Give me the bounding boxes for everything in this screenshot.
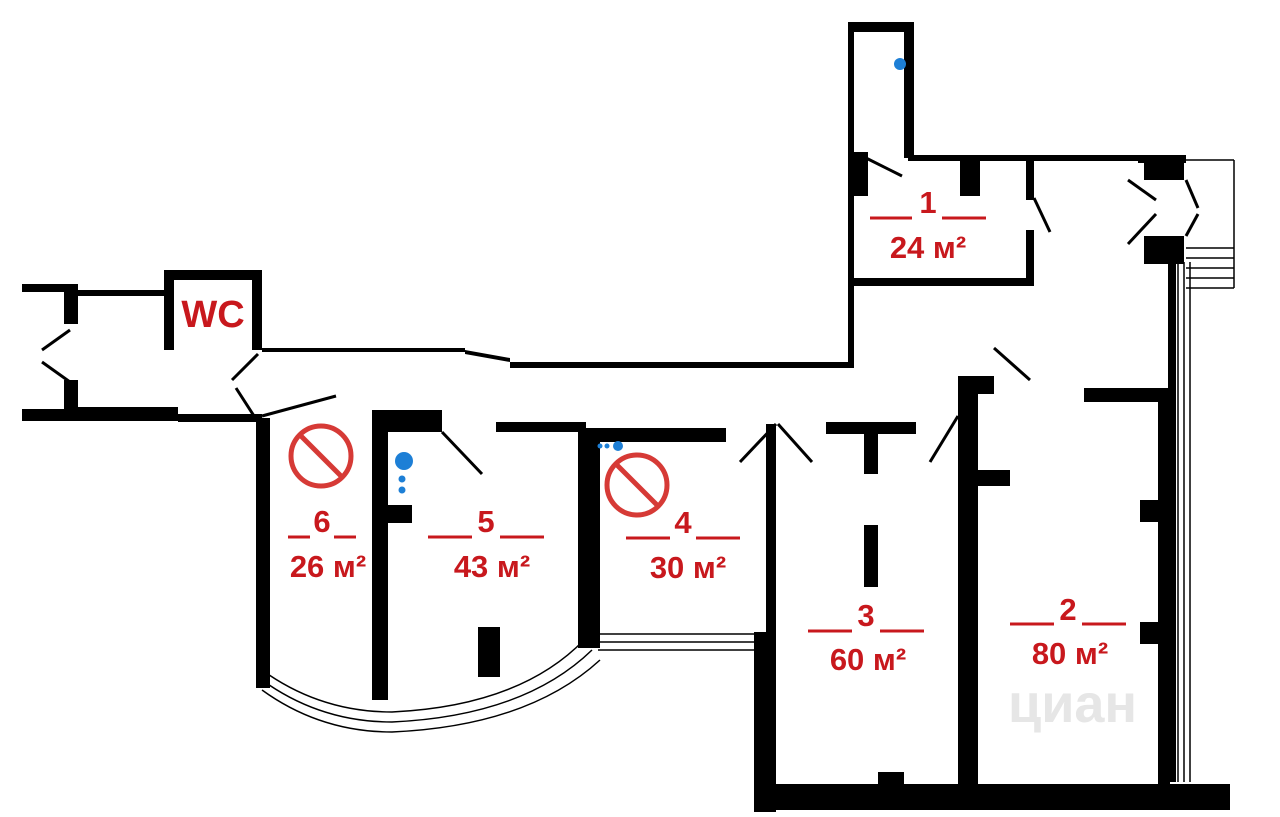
wall xyxy=(252,270,262,350)
watermark: циан xyxy=(1008,674,1137,734)
wall xyxy=(1168,262,1176,782)
room-number: 1 xyxy=(919,185,936,220)
water-point-icon xyxy=(894,58,906,70)
wall xyxy=(1158,388,1170,788)
door-swing xyxy=(865,156,903,178)
wall xyxy=(178,414,262,422)
water-point-icon xyxy=(398,475,406,483)
room-label-2: 2 80 м² xyxy=(1010,590,1126,674)
wall xyxy=(372,410,388,700)
room-number: 4 xyxy=(674,505,692,540)
door-swing xyxy=(1126,212,1158,246)
walls xyxy=(22,22,1230,812)
wall xyxy=(864,422,878,474)
balcony-window xyxy=(261,639,585,713)
room-area: 26 м² xyxy=(290,549,366,584)
wall xyxy=(510,362,854,368)
wall xyxy=(580,428,726,442)
wall xyxy=(958,376,994,394)
wall xyxy=(22,284,78,292)
door-swing xyxy=(440,430,484,476)
wall xyxy=(1138,155,1186,163)
wall xyxy=(848,22,912,32)
wall xyxy=(465,350,510,362)
water-points xyxy=(395,58,906,494)
wall xyxy=(478,627,500,677)
door-swing xyxy=(1184,179,1200,209)
door-swing xyxy=(776,422,814,464)
room-number: 5 xyxy=(477,504,494,539)
water-point-icon xyxy=(613,441,623,451)
wall xyxy=(372,410,442,432)
wall xyxy=(64,284,78,324)
wall xyxy=(578,428,600,648)
door-swing xyxy=(234,387,256,417)
room-number: 3 xyxy=(857,598,874,633)
room-area: 30 м² xyxy=(650,550,726,585)
wall xyxy=(496,422,586,432)
door-swing xyxy=(993,346,1031,382)
wall xyxy=(78,290,164,296)
room-label-3: 3 60 м² xyxy=(808,596,924,680)
wall xyxy=(766,424,776,644)
room-number: 6 xyxy=(313,504,330,539)
room-area: 24 м² xyxy=(890,230,966,265)
wall xyxy=(958,376,978,794)
wall xyxy=(164,270,262,280)
wall xyxy=(1084,388,1170,402)
wall xyxy=(960,160,980,196)
wall xyxy=(754,784,1230,810)
water-point-icon xyxy=(395,452,413,470)
door-swing xyxy=(41,328,71,352)
wall xyxy=(388,505,412,523)
door-swing xyxy=(230,352,260,382)
wall xyxy=(908,155,1142,161)
door-swing xyxy=(928,415,960,463)
water-point-icon xyxy=(597,443,603,449)
wall xyxy=(64,380,78,420)
wall xyxy=(878,772,904,792)
water-point-icon xyxy=(604,443,610,449)
door-swing xyxy=(261,394,337,418)
door-swing xyxy=(1127,178,1157,202)
wall xyxy=(78,407,178,421)
wc-label: WC xyxy=(181,294,244,336)
wall xyxy=(1026,160,1034,200)
room-area: 80 м² xyxy=(1032,636,1108,671)
wall xyxy=(852,278,1034,286)
wall xyxy=(864,525,878,587)
wall xyxy=(262,348,465,352)
windows-and-doors xyxy=(41,156,1235,782)
room-label-1: 1 24 м² xyxy=(870,183,986,268)
room-label-6: 6 26 м² xyxy=(287,502,368,587)
wall xyxy=(164,270,174,350)
wall xyxy=(1144,236,1184,264)
wall xyxy=(970,470,1010,486)
wall xyxy=(754,632,776,812)
wall xyxy=(1026,230,1034,286)
door-swing xyxy=(41,360,71,384)
wall xyxy=(848,26,854,368)
balcony-window xyxy=(261,659,601,733)
wall xyxy=(256,418,270,688)
door-swing xyxy=(738,422,778,464)
room-label-5: 5 43 м² xyxy=(428,502,544,587)
balcony-window xyxy=(261,649,593,723)
wall xyxy=(852,152,868,196)
room-area: 43 м² xyxy=(454,549,530,584)
door-swing xyxy=(1184,213,1200,237)
no-entry-icon xyxy=(288,423,354,489)
water-point-icon xyxy=(398,486,406,494)
no-entry-icon xyxy=(604,452,670,518)
wall xyxy=(904,22,914,158)
room-label-4: 4 30 м² xyxy=(626,503,740,588)
room-area: 60 м² xyxy=(830,642,906,677)
door-swing xyxy=(1032,197,1052,233)
wall xyxy=(1144,160,1184,180)
room-number: 2 xyxy=(1059,592,1076,627)
